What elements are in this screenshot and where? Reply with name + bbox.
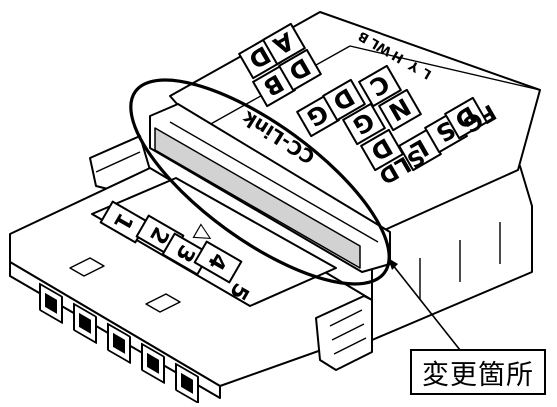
- right-latch-ribs: [329, 309, 367, 355]
- pin-blocks: 1 2 3 4 5 △: [99, 200, 253, 304]
- body-right-ribs: [419, 222, 501, 300]
- right-latch: [315, 295, 373, 371]
- callout-leader-line: [391, 263, 461, 351]
- wire-color-3: W: [375, 38, 395, 58]
- left-lug-detail: [95, 151, 141, 173]
- cover-rail-face: [154, 127, 361, 269]
- cover-rail-groove: [169, 121, 379, 243]
- lower-body-tabs: [69, 257, 181, 313]
- callout-label: 変更箇所: [422, 359, 534, 391]
- callout-leader-arrow: [388, 258, 398, 270]
- wire-entry-holes: [39, 282, 199, 404]
- callout-box: 変更箇所: [410, 349, 546, 395]
- change-highlight-ellipse: [129, 78, 391, 286]
